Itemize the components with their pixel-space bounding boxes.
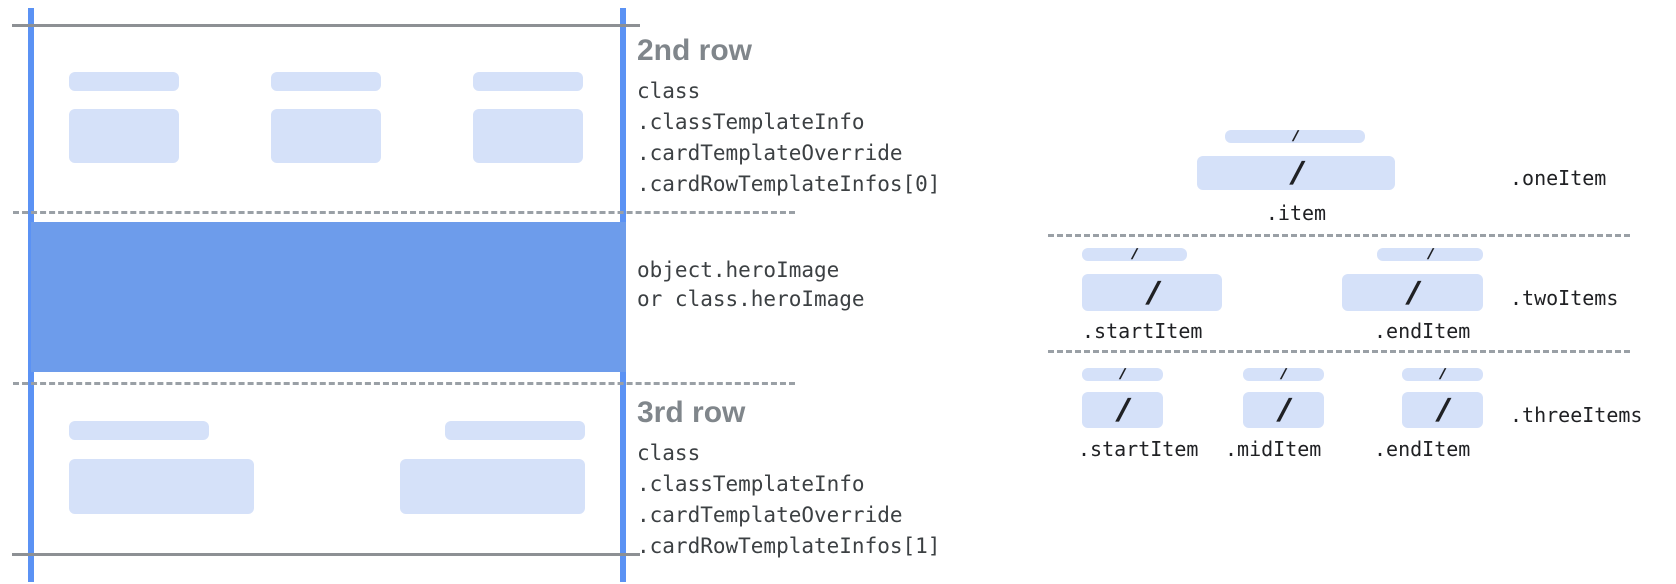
twoitems-enditem-label-bar: / <box>1377 246 1483 263</box>
row2-code-block: class .classTemplateInfo .cardTemplateOv… <box>637 76 940 200</box>
card-bottom-border-line <box>12 553 640 556</box>
row3-col1-value-bar <box>69 459 254 514</box>
code-line: .cardTemplateOverride <box>637 141 903 165</box>
hero-row3-dashed-separator <box>13 382 795 385</box>
row3-col2-label-bar <box>445 421 585 440</box>
threeitems-group-label: .threeItems <box>1510 403 1643 427</box>
slash-icon: / <box>1145 274 1159 311</box>
slash-icon: / <box>1439 366 1446 383</box>
slash-icon: / <box>1289 155 1303 191</box>
slash-icon: / <box>1426 246 1434 263</box>
slash-icon: / <box>1280 366 1287 383</box>
twoitems-enditem-label: .endItem <box>1374 319 1471 343</box>
row2-col2-value-bar <box>271 109 381 163</box>
threeitems-enditem-value-bar: / <box>1402 392 1483 428</box>
slash-icon: / <box>1131 246 1138 263</box>
threeitems-miditem-label-bar: / <box>1243 366 1324 383</box>
slash-icon: / <box>1405 274 1420 311</box>
code-line: .cardRowTemplateInfos[0] <box>637 172 941 196</box>
slash-icon: / <box>1291 128 1299 145</box>
row2-hero-dashed-separator <box>13 211 795 214</box>
hero-image-band <box>31 222 626 372</box>
code-line: object.heroImage <box>637 258 840 282</box>
row3-heading: 3rd row <box>637 396 746 429</box>
oneitem-item-label: .item <box>1265 201 1327 225</box>
slash-icon: / <box>1119 366 1126 383</box>
threeitems-enditem-label: .endItem <box>1374 437 1471 461</box>
slash-icon: / <box>1276 392 1291 428</box>
hero-code-block: object.heroImage or class.heroImage <box>637 256 865 314</box>
slash-icon: / <box>1115 392 1130 428</box>
code-line: class <box>637 79 701 103</box>
code-line: .classTemplateInfo <box>637 472 865 496</box>
twoitems-enditem-value-bar: / <box>1342 274 1483 311</box>
threeitems-startitem-label-bar: / <box>1082 366 1163 383</box>
threeitems-miditem-value-bar: / <box>1243 392 1324 428</box>
oneitem-group-label: .oneItem <box>1510 166 1607 190</box>
card-top-border-line <box>12 24 640 27</box>
threeitems-miditem-label: .midItem <box>1225 437 1322 461</box>
threeitems-startitem-value-bar: / <box>1082 392 1163 428</box>
row2-col3-label-bar <box>473 72 583 91</box>
threeitems-startitem-label: .startItem <box>1078 437 1199 461</box>
row2-col3-value-bar <box>473 109 583 163</box>
code-line: or class.heroImage <box>637 287 865 311</box>
row3-col2-value-bar <box>400 459 585 514</box>
slash-icon: / <box>1435 392 1450 428</box>
oneitem-twoitems-dashed-separator <box>1048 234 1630 237</box>
row3-col1-label-bar <box>69 421 209 440</box>
threeitems-enditem-label-bar: / <box>1402 366 1483 383</box>
twoitems-startitem-label: .startItem <box>1082 319 1203 343</box>
row2-col2-label-bar <box>271 72 381 91</box>
row3-code-block: class .classTemplateInfo .cardTemplateOv… <box>637 438 940 562</box>
code-line: .classTemplateInfo <box>637 110 865 134</box>
row2-col1-value-bar <box>69 109 179 163</box>
twoitems-group-label: .twoItems <box>1510 286 1619 310</box>
oneitem-item-value-bar: / <box>1197 155 1395 191</box>
twoitems-startitem-label-bar: / <box>1082 246 1187 263</box>
code-line: class <box>637 441 701 465</box>
row2-heading: 2nd row <box>637 34 753 67</box>
code-line: .cardTemplateOverride <box>637 503 903 527</box>
code-line: .cardRowTemplateInfos[1] <box>637 534 941 558</box>
row2-col1-label-bar <box>69 72 179 91</box>
twoitems-startitem-value-bar: / <box>1082 274 1222 311</box>
twoitems-threeitems-dashed-separator <box>1048 350 1630 353</box>
oneitem-item-label-bar: / <box>1225 128 1365 145</box>
